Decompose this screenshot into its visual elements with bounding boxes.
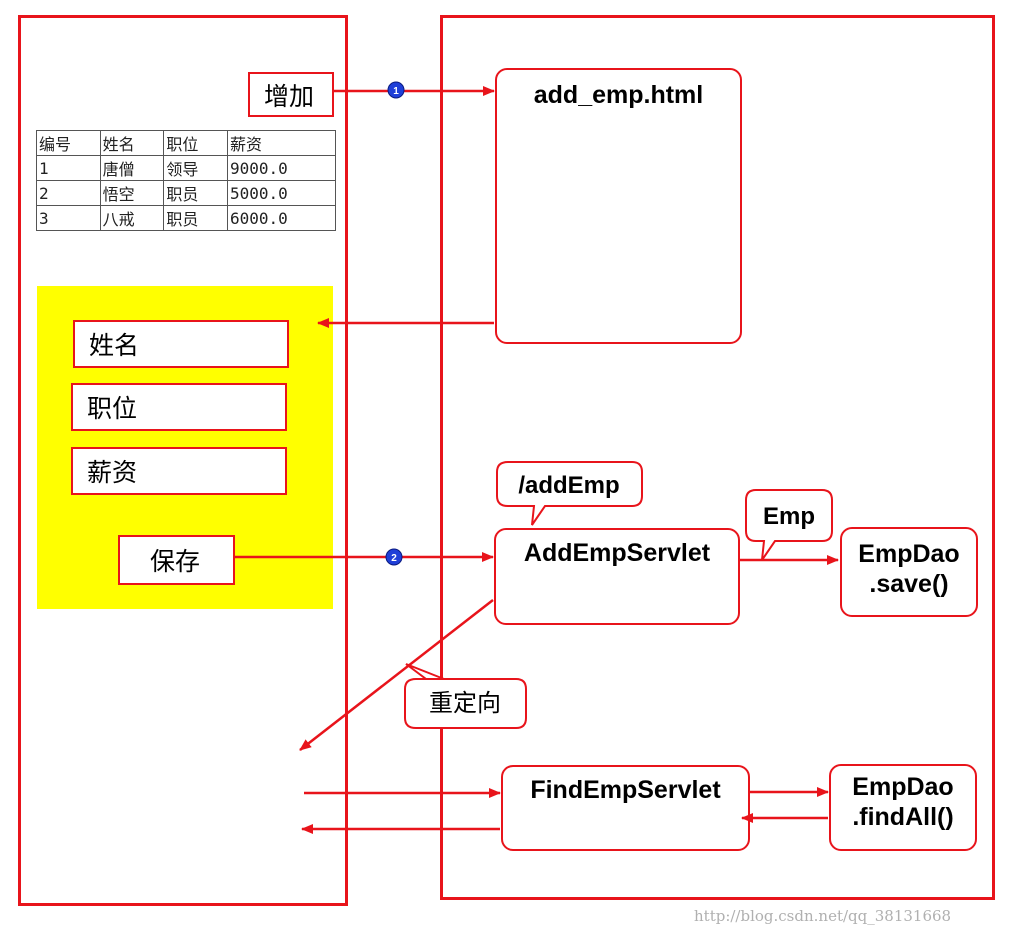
find-emp-servlet-box: FindEmpServlet: [501, 765, 750, 851]
table-cell: 唐僧: [99, 155, 165, 181]
name-field[interactable]: 姓名: [73, 320, 289, 368]
table-cell: 6000.0: [226, 205, 337, 231]
find-emp-servlet-label: FindEmpServlet: [530, 776, 721, 804]
dao-find-line1: EmpDao: [852, 773, 954, 801]
dao-save-line2: .save(): [869, 570, 949, 598]
add-button-label: 增加: [264, 81, 315, 111]
servlet-path-callout: [496, 461, 643, 526]
dao-find-box: EmpDao .findAll(): [829, 764, 977, 851]
dao-save-box: EmpDao .save(): [840, 527, 978, 617]
table-row: 1 唐僧 领导 9000.0: [36, 155, 337, 181]
arrow-redirect: [299, 599, 494, 751]
step-marker-2: [385, 548, 403, 566]
table-row: 2 悟空 职员 5000.0: [36, 180, 337, 206]
table-cell: 领导: [163, 155, 228, 181]
table-cell: 八戒: [99, 205, 165, 231]
table-cell: 9000.0: [226, 155, 337, 181]
dao-save-line1: EmpDao: [858, 540, 960, 568]
table-cell: 3: [36, 205, 101, 231]
table-header-cell: 编号: [36, 130, 101, 156]
dao-find-line2: .findAll(): [852, 803, 954, 831]
salary-field[interactable]: 薪资: [71, 447, 287, 495]
step-marker-2-label: 2: [391, 553, 397, 564]
emp-callout: [745, 489, 833, 561]
table-cell: 悟空: [99, 180, 165, 206]
employee-table: 编号 姓名 职位 薪资 1 唐僧 领导 9000.0 2 悟空 职员 5000.…: [36, 130, 337, 231]
job-field-label: 职位: [87, 394, 138, 423]
save-button-label: 保存: [150, 547, 201, 576]
job-field[interactable]: 职位: [71, 383, 287, 431]
table-row: 3 八戒 职员 6000.0: [36, 205, 337, 231]
redirect-callout: [404, 663, 527, 729]
add-emp-page-box: add_emp.html: [495, 68, 742, 344]
step-marker-1-label: 1: [393, 86, 399, 97]
watermark: http://blog.csdn.net/qq_38131668: [694, 907, 952, 925]
add-button[interactable]: 增加: [248, 72, 334, 117]
browser-panel: [18, 15, 348, 906]
add-emp-page-label: add_emp.html: [533, 81, 704, 109]
name-field-label: 姓名: [89, 331, 140, 360]
table-cell: 5000.0: [226, 180, 337, 206]
add-emp-servlet-box: AddEmpServlet: [494, 528, 740, 625]
save-button[interactable]: 保存: [118, 535, 235, 585]
emp-label: Emp: [763, 503, 815, 530]
server-panel: [440, 15, 995, 900]
redirect-label: 重定向: [429, 689, 501, 717]
servlet-path-label: /addEmp: [518, 472, 619, 499]
step-marker-1: [387, 81, 405, 99]
salary-field-label: 薪资: [87, 458, 138, 487]
add-emp-servlet-label: AddEmpServlet: [523, 539, 711, 567]
table-cell: 职员: [163, 205, 228, 231]
